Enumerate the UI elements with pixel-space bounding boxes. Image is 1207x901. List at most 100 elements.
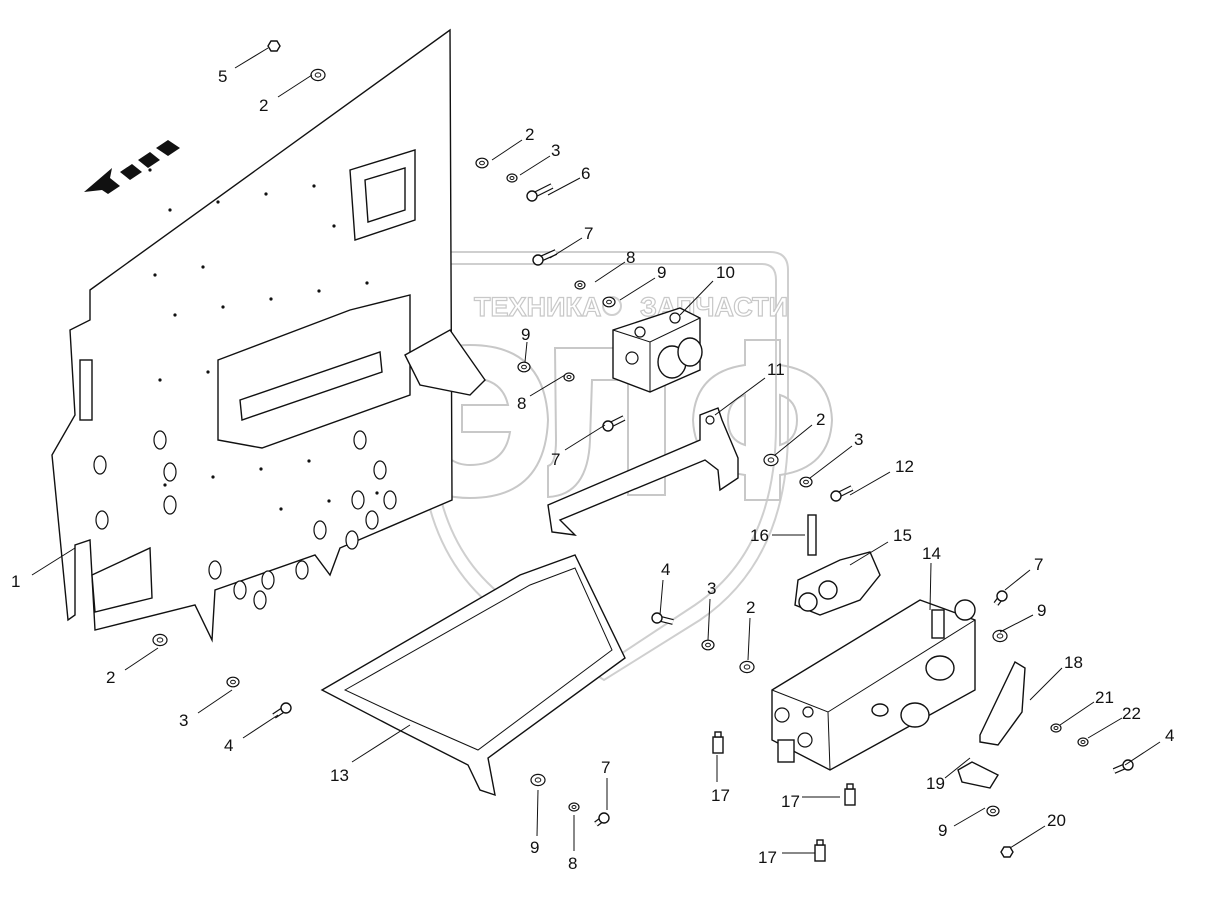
callout-label: 21 — [1095, 688, 1114, 707]
callout-label: 7 — [1034, 555, 1043, 574]
callout-label: 12 — [895, 457, 914, 476]
callout-leader — [124, 647, 159, 671]
callout-label: 5 — [218, 67, 227, 86]
panel-hole — [208, 560, 222, 580]
panel-hole — [365, 510, 379, 530]
washer — [530, 773, 546, 787]
callout-label: 13 — [330, 766, 349, 785]
callout-leader — [999, 614, 1034, 633]
callout-leader — [529, 374, 566, 397]
callout-label: 9 — [1037, 601, 1046, 620]
callout-leader — [619, 277, 656, 301]
callout-label: 3 — [707, 579, 716, 598]
callout-label: 7 — [551, 450, 560, 469]
panel-hole — [261, 570, 275, 590]
washer — [475, 157, 489, 169]
callout-label: 22 — [1122, 704, 1141, 723]
callout-label: 2 — [106, 668, 115, 687]
part-bracket-18 — [979, 661, 1026, 746]
panel-hole — [345, 530, 359, 550]
callout-label: 8 — [626, 248, 635, 267]
part-tray-13 — [320, 554, 626, 797]
panel-hole — [163, 495, 177, 515]
callout-leader — [547, 177, 581, 196]
callout-leader — [809, 445, 853, 479]
callout-leader — [197, 689, 233, 714]
washer — [763, 453, 779, 467]
callout-leader — [31, 547, 76, 576]
washer — [517, 361, 531, 373]
washer — [226, 676, 240, 688]
panel-hole — [373, 460, 387, 480]
washer — [992, 629, 1008, 643]
callout-leader — [1124, 741, 1161, 766]
gear-icon — [602, 296, 622, 316]
callout-leader — [549, 237, 583, 259]
washer — [701, 639, 715, 651]
nut — [267, 40, 281, 52]
callout-leader — [1059, 701, 1095, 726]
washer — [506, 173, 518, 183]
callout-leader — [1029, 667, 1063, 701]
callout-leader — [351, 724, 411, 763]
washer — [568, 802, 580, 812]
sensor — [844, 788, 856, 806]
callout-label: 2 — [816, 410, 825, 429]
callout-leader — [594, 261, 626, 283]
panel-hole — [253, 590, 267, 610]
washer — [152, 633, 168, 647]
callout-label: 1 — [11, 572, 20, 591]
callout-leader — [1087, 717, 1123, 739]
callout-label: 2 — [259, 96, 268, 115]
callout-label: 16 — [750, 526, 769, 545]
callout-leader — [242, 714, 279, 739]
part-hydraulic-manifold — [771, 514, 976, 771]
panel-hole — [383, 490, 397, 510]
callout-label: 17 — [711, 786, 730, 805]
panel-hole — [163, 462, 177, 482]
callout-leader — [524, 341, 528, 363]
callout-leader — [944, 757, 971, 779]
callout-leader — [714, 377, 766, 416]
panel-hole — [153, 430, 167, 450]
callout-label: 2 — [746, 598, 755, 617]
panel-hole — [93, 455, 107, 475]
callout-label: 4 — [1165, 726, 1174, 745]
callout-leader — [1009, 825, 1046, 849]
panel-holes — [93, 168, 397, 610]
callout-label: 3 — [179, 711, 188, 730]
fasteners — [152, 40, 1134, 862]
sensor — [712, 736, 724, 754]
part-bracket-11 — [547, 407, 739, 536]
callout-label: 4 — [661, 560, 670, 579]
callout-label: 3 — [551, 141, 560, 160]
part-tab-19 — [957, 761, 999, 789]
callout-leader — [564, 424, 606, 451]
washer — [799, 476, 813, 488]
direction-arrow-icon — [84, 140, 180, 194]
callout-label: 9 — [657, 263, 666, 282]
callout-label: 7 — [584, 224, 593, 243]
callout-label: 2 — [525, 125, 534, 144]
washer — [563, 372, 575, 382]
callout-leader — [536, 789, 539, 837]
washer — [986, 805, 1000, 817]
callout-label: 17 — [781, 792, 800, 811]
callout-label: 19 — [926, 774, 945, 793]
washer — [574, 280, 586, 290]
callout-label: 9 — [521, 325, 530, 344]
callout-leader — [659, 579, 664, 616]
callout-leader — [679, 280, 714, 316]
callout-leader — [519, 155, 551, 176]
washer — [739, 660, 755, 674]
callout-label: 4 — [224, 736, 233, 755]
callout-leader — [747, 617, 751, 661]
washer — [310, 68, 326, 82]
callout-label: 20 — [1047, 811, 1066, 830]
watermark-logo: ТЕХНИКА ЗАПЧАСТИ — [396, 251, 834, 682]
panel-hole — [351, 490, 365, 510]
callout-leader — [234, 47, 269, 69]
